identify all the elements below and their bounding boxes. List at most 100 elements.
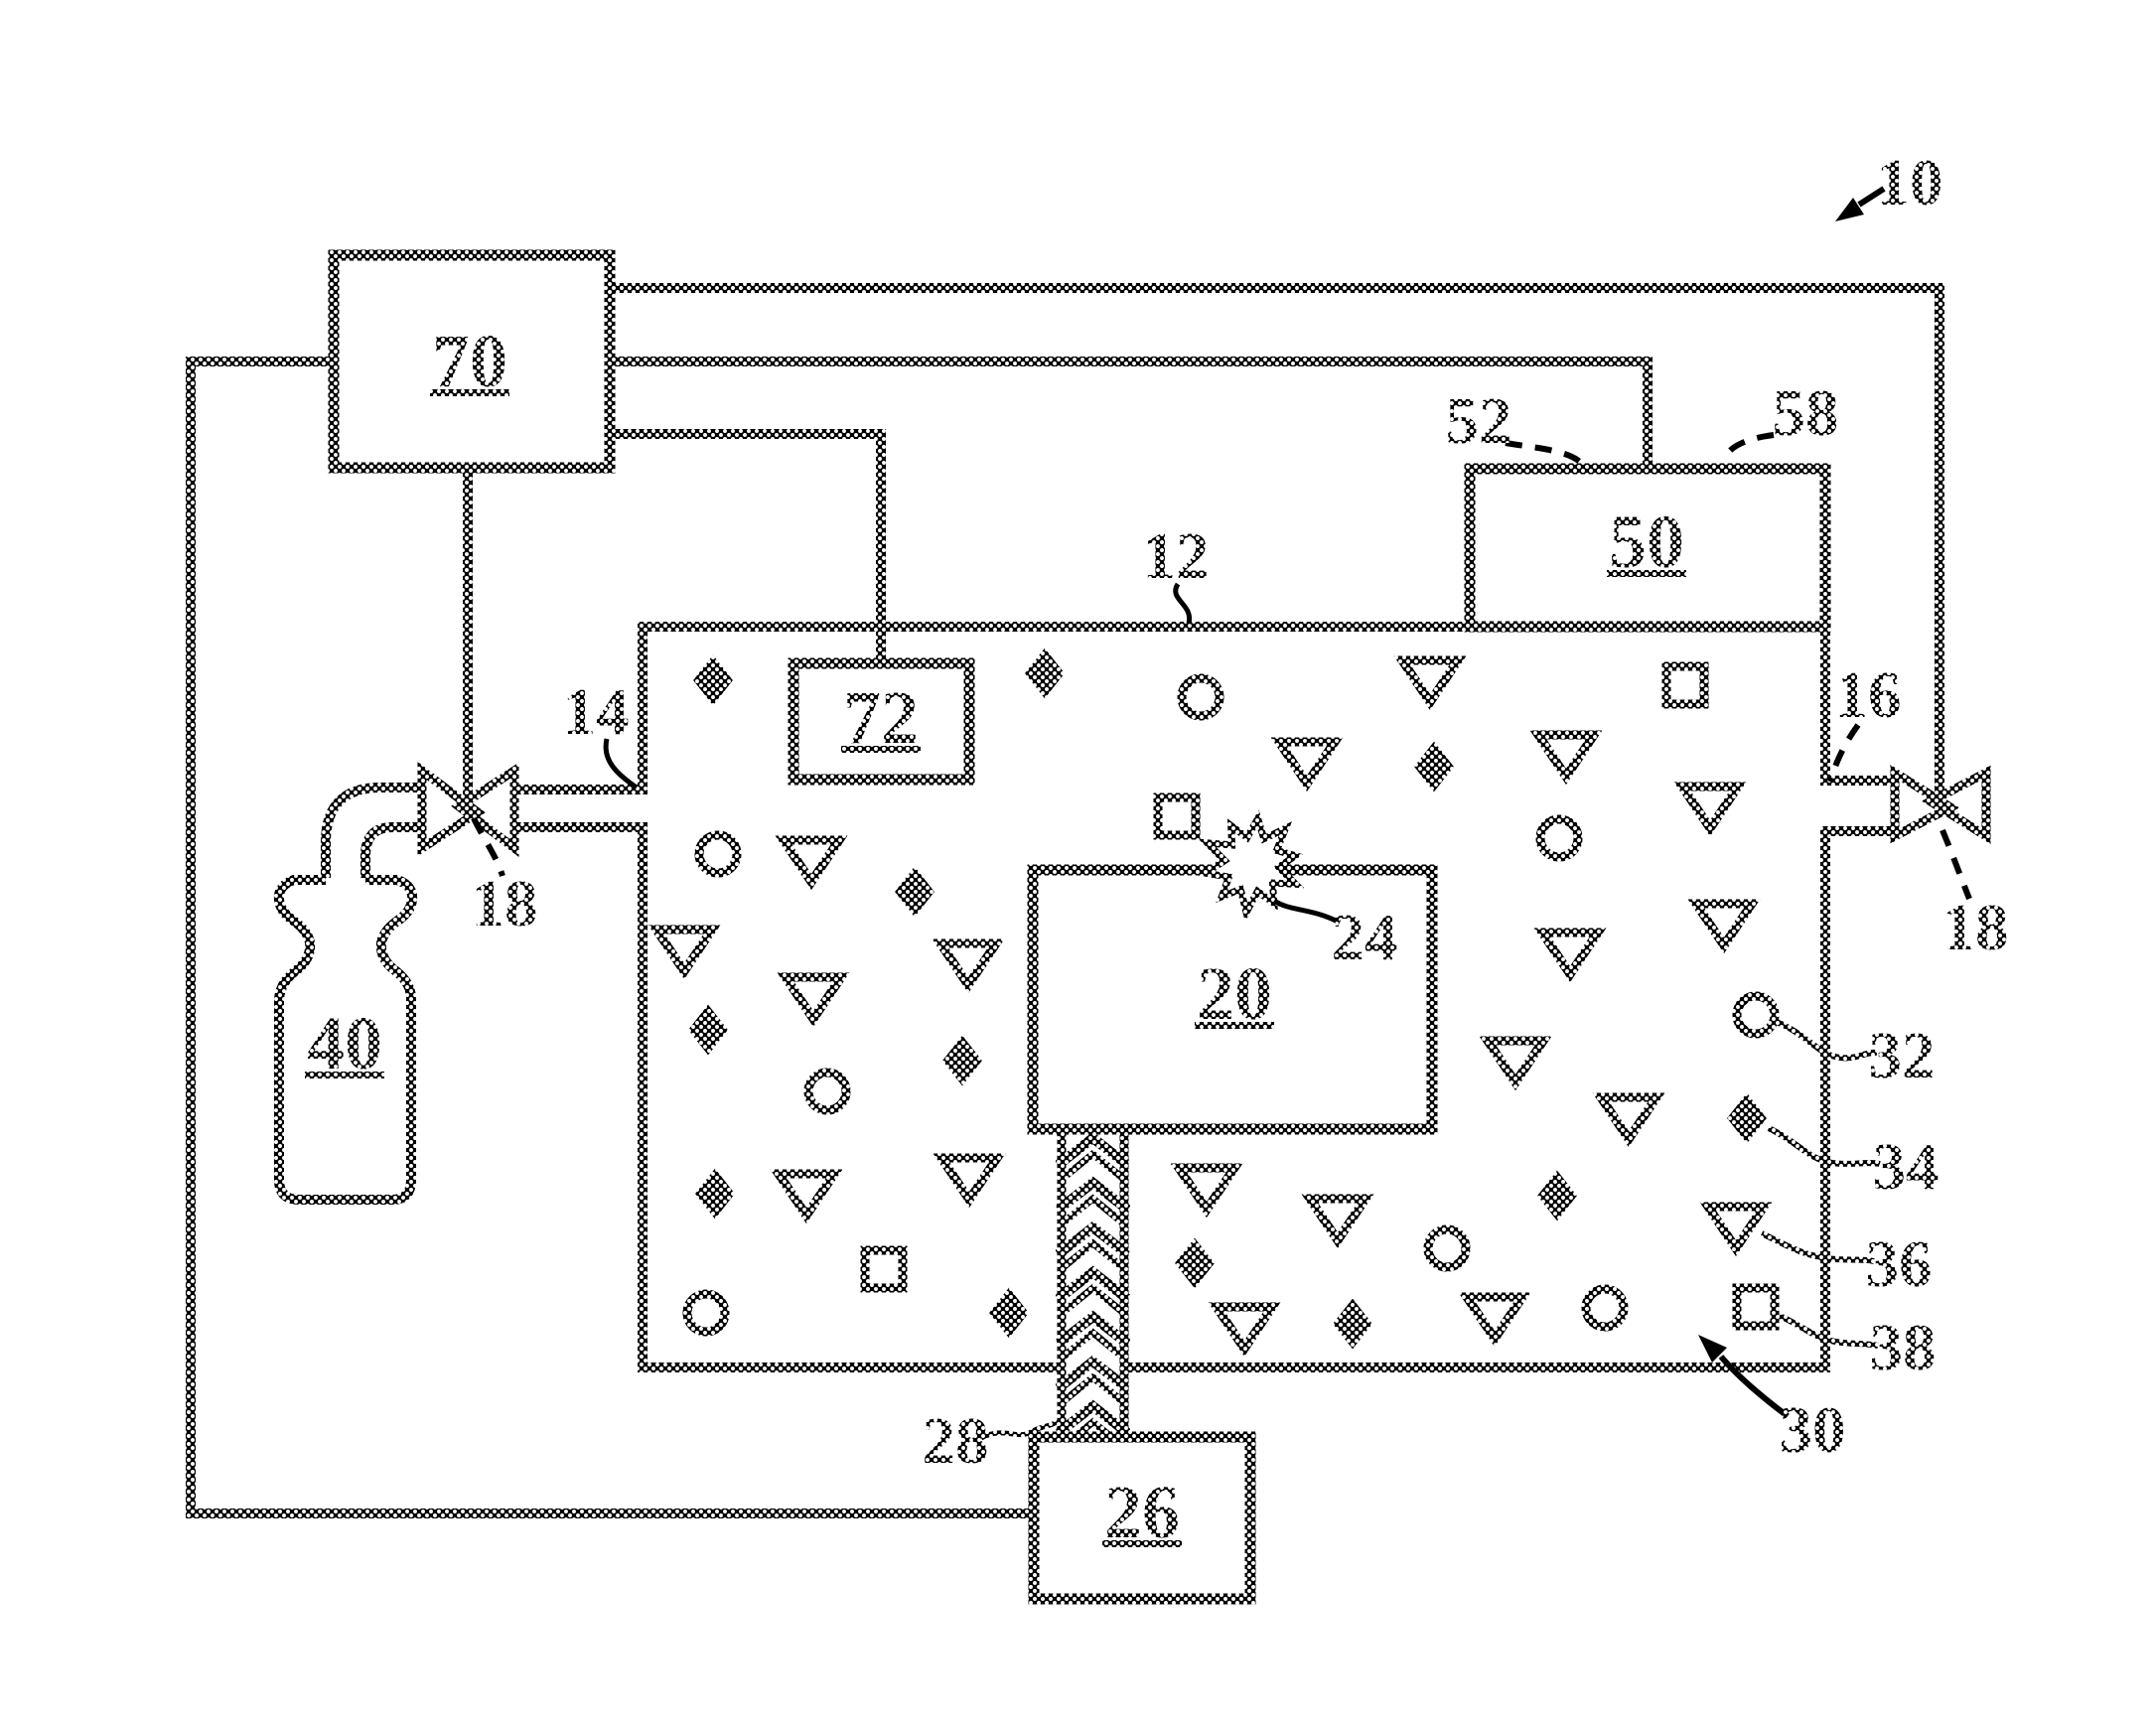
feed-column-chevron <box>1056 1221 1130 1258</box>
particle-circle <box>682 1289 730 1337</box>
inlet-valve-label: 18 <box>472 867 538 940</box>
feed-column-label: 28 <box>923 1404 989 1478</box>
conduit-controller-to-probe <box>610 429 886 667</box>
system-label: 10 <box>1877 146 1943 219</box>
feed-column-chevron <box>1056 1131 1130 1169</box>
leader-sensor-line-right <box>1723 432 1775 458</box>
particle-circle <box>1732 991 1780 1039</box>
leader-diamond-species <box>1767 1125 1881 1167</box>
conduits <box>186 283 1944 1518</box>
particle-circle <box>1177 673 1224 721</box>
feed-column-chevron <box>1056 1265 1130 1303</box>
leader-inlet-valve <box>471 816 505 877</box>
feed-column <box>1056 1129 1130 1438</box>
outlet-valve-left-wing-fill <box>1895 773 1950 836</box>
inlet-pipe-inner <box>360 822 424 878</box>
outlet-valve-label: 18 <box>1942 891 2009 964</box>
particle-triangle <box>932 938 1005 994</box>
pump-label-underline <box>1102 1540 1182 1547</box>
particle-triangle <box>1270 737 1344 792</box>
labels: 70 72 50 20 26 40 10 12 14 16 18 18 24 2… <box>305 146 2009 1554</box>
bottle-label-underline <box>305 1072 384 1078</box>
feed-column-walls <box>1057 1129 1129 1437</box>
sensor-line-left-label: 52 <box>1446 384 1512 458</box>
feed-column-chevron-inner <box>1060 1194 1126 1226</box>
chamber-interior-label: 30 <box>1780 1393 1846 1467</box>
leader-lines <box>471 186 1972 1441</box>
particle-triangle <box>1301 1194 1374 1249</box>
feed-column-chevron <box>1056 1355 1130 1392</box>
particle-diamond <box>1175 1237 1215 1289</box>
pump-box <box>1028 1431 1256 1605</box>
particle-diamond <box>1333 1298 1372 1350</box>
outlet-port-label: 16 <box>1835 658 1902 732</box>
feed-column-chevron-inner <box>1060 1372 1126 1405</box>
inlet-valve-left-wing <box>417 762 486 857</box>
particle-circle <box>694 830 742 878</box>
particle-triangle <box>1699 1202 1773 1257</box>
particle-diamond <box>1025 647 1065 699</box>
leader-triangle-species <box>1760 1230 1875 1264</box>
outlet-valve-right-wing <box>1921 765 1991 845</box>
inlet-valve-right-wing-fill <box>459 771 514 848</box>
particle-triangle <box>1673 782 1747 837</box>
leader-circle-species <box>1775 1019 1878 1062</box>
particle-triangle <box>775 835 848 891</box>
feed-column-chevron <box>1056 1310 1130 1348</box>
inlet-port-channel <box>518 785 647 832</box>
leader-system <box>1857 186 1886 208</box>
spark-starburst <box>1196 809 1305 923</box>
particle-triangle <box>1479 1036 1552 1091</box>
particle-triangle <box>1170 1163 1243 1219</box>
bottle-and-pipe <box>273 783 424 1205</box>
feed-column-chevron-inner <box>1060 1283 1126 1316</box>
leader-outlet-port <box>1827 723 1861 783</box>
feed-column-chevron-inner <box>1060 1149 1126 1182</box>
leader-chamber <box>1173 582 1193 625</box>
particle-diamond <box>989 1287 1029 1339</box>
particle-field <box>647 647 1780 1358</box>
leader-feed-column <box>979 1418 1060 1441</box>
triangle-species-label: 36 <box>1866 1227 1933 1301</box>
particle-triangle <box>777 972 850 1028</box>
particle-triangle <box>1687 899 1761 954</box>
leader-outlet-valve <box>1940 828 1972 901</box>
spark-label: 24 <box>1332 901 1398 974</box>
outlet-valve-left-wing <box>1890 764 1960 844</box>
particle-square <box>1732 1283 1780 1331</box>
particle-square <box>1661 661 1709 709</box>
particle-diamond <box>1537 1170 1577 1221</box>
feed-column-chevron <box>1056 1399 1130 1437</box>
inlet-valve-right-wing <box>451 762 519 857</box>
particle-diamond <box>1414 741 1454 792</box>
feed-column-chevron <box>1056 1176 1130 1214</box>
particle-diamond <box>1727 1092 1767 1144</box>
particle-triangle <box>647 925 721 980</box>
outlet-valve <box>1890 695 1991 845</box>
probe-label-underline <box>841 746 921 753</box>
boxes <box>328 249 1831 1135</box>
leader-square-species <box>1778 1313 1879 1349</box>
particle-square <box>1153 792 1201 840</box>
diamond-species-label: 34 <box>1873 1130 1940 1204</box>
leader-sensor-line-left <box>1505 440 1585 467</box>
controller-box <box>328 249 616 474</box>
particle-triangle <box>770 1169 843 1224</box>
leader-chamber-interior <box>1718 1355 1790 1419</box>
particle-circle <box>1423 1224 1471 1272</box>
outlet-valve-right-wing-fill <box>1931 773 1986 836</box>
inlet-port-label: 14 <box>563 675 630 749</box>
inlet-pipe-outer <box>321 783 424 878</box>
particle-square <box>860 1245 908 1293</box>
bottle-outline <box>273 875 418 1205</box>
chamber-label: 12 <box>1143 519 1210 593</box>
feed-column-chevron-inner <box>1060 1238 1126 1271</box>
sensor-box <box>1464 463 1831 633</box>
particle-triangle <box>1458 1292 1531 1348</box>
particle-triangle <box>1592 1092 1665 1148</box>
particle-triangle <box>933 1153 1006 1209</box>
particle-circle <box>1581 1284 1629 1332</box>
probe-box <box>788 657 975 786</box>
